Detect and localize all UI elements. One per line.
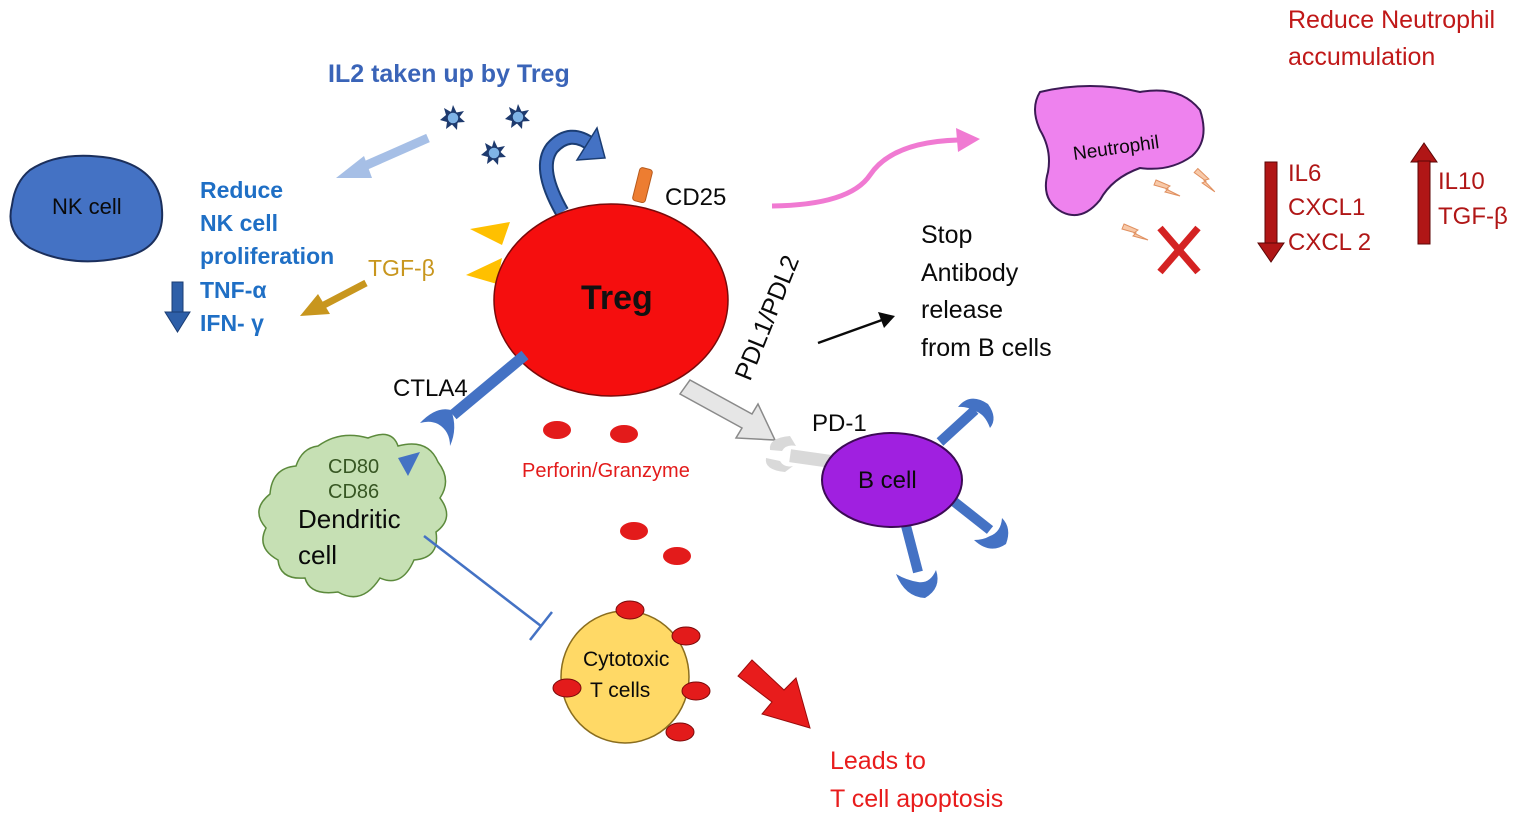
neutrophil-title-2: accumulation <box>1288 43 1435 71</box>
cytotoxic-label-2: T cells <box>590 679 650 702</box>
cd25-label: CD25 <box>665 184 726 211</box>
treg-to-bcell-arrow <box>678 379 777 441</box>
neutrophil-title-1: Reduce Neutrophil <box>1288 6 1495 34</box>
cytokine-up-arrow-icon <box>1410 142 1438 245</box>
b-cell-receptor <box>896 520 938 598</box>
il2-molecule-icon <box>439 104 466 131</box>
lightning-icon <box>1189 167 1221 193</box>
cytotoxic-granule <box>615 600 645 620</box>
cytotoxic-granule <box>665 722 695 742</box>
apoptosis-line-2: T cell apoptosis <box>830 785 1003 813</box>
ctla4-binding-arrowhead <box>398 452 420 476</box>
lightning-icon <box>1153 179 1181 197</box>
nk-effect-proliferation: proliferation <box>200 243 334 269</box>
treg-cell <box>493 203 729 397</box>
treg-to-neutrophil-arrow <box>771 128 980 209</box>
treg-spike <box>466 258 502 284</box>
nk-effect-tnf: TNF-α <box>200 277 267 303</box>
stop-line-1: Stop <box>921 221 972 249</box>
stop-line-3: release <box>921 296 1003 324</box>
nk-cell-label: NK cell <box>52 194 122 219</box>
down-cytokine-cxcl1: CXCL1 <box>1288 194 1365 221</box>
up-cytokine-tgf: TGF-β <box>1438 203 1508 230</box>
nk-effect-reduce: Reduce <box>200 177 283 203</box>
cytotoxic-granule <box>681 681 711 701</box>
perforin-granule <box>543 421 571 439</box>
il2-title: IL2 taken up by Treg <box>328 60 570 88</box>
il2-to-nk-arrow <box>336 133 430 178</box>
perforin-granule <box>620 522 648 540</box>
block-cross-icon <box>1157 225 1201 275</box>
b-cell-label: B cell <box>858 467 917 494</box>
il2-molecule-icon <box>504 103 531 130</box>
tgf-beta-left-label: TGF-β <box>368 255 435 281</box>
stop-line-4: from B cells <box>921 334 1052 362</box>
il2-uptake-arrow <box>538 126 606 216</box>
perforin-granule <box>610 425 638 443</box>
up-cytokine-il10: IL10 <box>1438 168 1485 195</box>
cytotoxic-granule <box>552 678 582 698</box>
stop-line-2: Antibody <box>921 259 1019 287</box>
treg-spike <box>470 222 510 245</box>
b-cell-receptor <box>948 496 1009 549</box>
pd1-label: PD-1 <box>812 410 867 437</box>
cytokine-down-arrow-icon <box>1257 161 1285 263</box>
neutrophil-cell <box>1034 85 1205 216</box>
dendritic-label-1: Dendritic <box>298 504 401 534</box>
nk-cell <box>9 154 164 263</box>
down-cytokine-il6: IL6 <box>1288 160 1321 187</box>
nk-down-arrow-icon <box>164 281 191 333</box>
apoptosis-line-1: Leads to <box>830 747 926 775</box>
pdl-to-stop-arrow <box>817 312 895 345</box>
ctla4-receptor <box>420 350 529 446</box>
pdl-label: PDL1/PDL2 <box>730 251 805 384</box>
dc-marker-cd80: CD80 <box>328 456 379 478</box>
dc-inhibition-line <box>423 535 553 641</box>
dendritic-cell <box>258 433 448 598</box>
perforin-granule <box>663 547 691 565</box>
cytotoxic-label-1: Cytotoxic <box>583 648 669 671</box>
nk-effect-nkcell: NK cell <box>200 210 278 236</box>
ctla4-label: CTLA4 <box>393 375 468 402</box>
tgf-beta-arrow <box>300 279 368 316</box>
treg-label: Treg <box>581 279 653 317</box>
cd25-receptor <box>632 167 653 204</box>
pd1-receptor <box>765 436 831 472</box>
b-cell <box>821 432 963 528</box>
lightning-icon <box>1121 223 1149 241</box>
apoptosis-arrow <box>737 659 811 729</box>
cytotoxic-t-cell <box>560 610 690 744</box>
cytotoxic-granule <box>671 626 701 646</box>
dc-marker-cd86: CD86 <box>328 481 379 503</box>
b-cell-receptor <box>936 398 994 446</box>
nk-effect-ifn: IFN- γ <box>200 310 264 336</box>
il2-molecule-icon <box>480 139 507 166</box>
perforin-label: Perforin/Granzyme <box>522 460 690 482</box>
dendritic-label-2: cell <box>298 540 337 570</box>
down-cytokine-cxcl2: CXCL 2 <box>1288 229 1371 256</box>
